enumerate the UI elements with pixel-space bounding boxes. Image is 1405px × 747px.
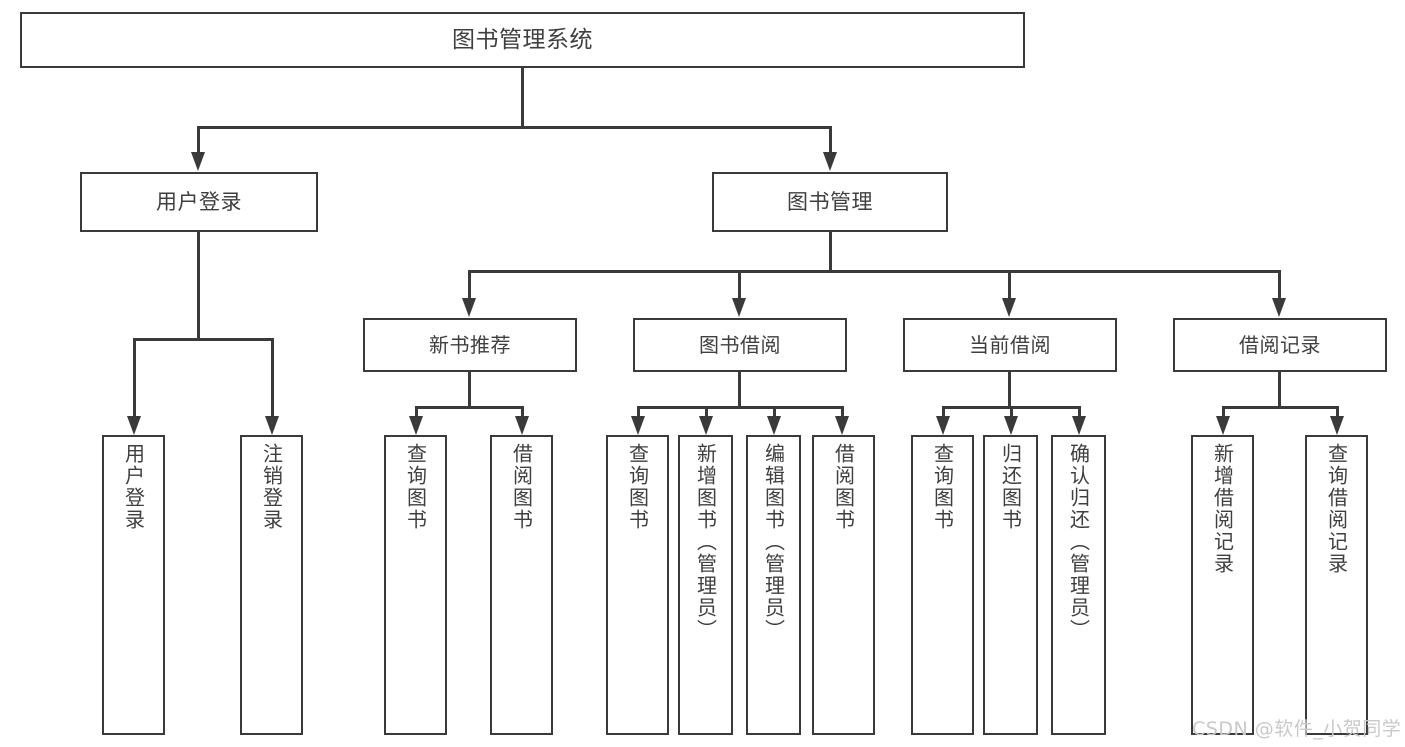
connector-book-borrow-drop-3 [773, 406, 776, 418]
connector-bm-drop-current-borrow [1008, 270, 1011, 300]
node-label: 查询借阅记录 [1324, 443, 1349, 575]
node-leaf-logout[interactable]: 注销登录 [240, 435, 303, 735]
node-label: 编辑图书（管理员） [761, 443, 786, 641]
connector-current-borrow-stem [1008, 372, 1011, 408]
node-leaf-query-record[interactable]: 查询借阅记录 [1305, 435, 1368, 735]
connector-borrow-record-bus [1222, 406, 1338, 409]
node-leaf-add-record[interactable]: 新增借阅记录 [1191, 435, 1254, 735]
connector-current-borrow-drop-2 [1010, 406, 1013, 418]
node-book-management[interactable]: 图书管理 [712, 172, 948, 232]
arrowhead-leaf-user-login [127, 416, 141, 435]
arrowhead-leaf-borrow-book-1 [515, 416, 529, 435]
connector-root-bus [197, 126, 831, 129]
arrowhead-leaf-add-book [699, 416, 713, 435]
connector-user-login-drop-2 [271, 338, 274, 418]
connector-new-book-stem [468, 372, 471, 408]
node-label: 查询图书 [403, 443, 428, 531]
connector-book-management-bus [468, 270, 1280, 273]
connector-book-borrow-drop-1 [637, 406, 640, 418]
node-leaf-query-book-1[interactable]: 查询图书 [384, 435, 447, 735]
connector-book-borrow-drop-4 [841, 406, 844, 418]
node-label: 新增借阅记录 [1210, 443, 1235, 575]
arrowhead-book-management [823, 152, 837, 171]
node-label: 用户登录 [121, 443, 146, 531]
node-leaf-query-book-3[interactable]: 查询图书 [911, 435, 974, 735]
connector-book-management-stem [829, 232, 832, 272]
connector-user-login-drop-1 [133, 338, 136, 418]
connector-book-borrow-stem [738, 372, 741, 408]
connector-root-stem [521, 68, 524, 128]
node-label: 图书管理 [787, 189, 873, 214]
node-user-login[interactable]: 用户登录 [80, 172, 318, 232]
node-label: 新书推荐 [429, 332, 511, 357]
node-borrow-record[interactable]: 借阅记录 [1173, 318, 1387, 372]
arrowhead-book-borrow [732, 298, 746, 317]
node-root-system[interactable]: 图书管理系统 [20, 12, 1025, 68]
connector-current-borrow-drop-1 [942, 406, 945, 418]
connector-new-book-bus [415, 406, 523, 409]
connector-borrow-record-stem [1278, 372, 1281, 408]
arrowhead-leaf-edit-book [767, 416, 781, 435]
connector-current-borrow-drop-3 [1078, 406, 1081, 418]
node-label: 查询图书 [625, 443, 650, 531]
connector-borrow-record-drop-1 [1222, 406, 1225, 418]
node-leaf-borrow-book-1[interactable]: 借阅图书 [490, 435, 553, 735]
connector-user-login-stem [197, 232, 200, 340]
connector-borrow-record-drop-2 [1336, 406, 1339, 418]
arrowhead-leaf-confirm-return [1072, 416, 1086, 435]
connector-new-book-drop-1 [415, 406, 418, 418]
node-book-borrow[interactable]: 图书借阅 [633, 318, 847, 372]
arrowhead-leaf-add-record [1216, 416, 1230, 435]
node-label: 查询图书 [930, 443, 955, 531]
node-leaf-return-book[interactable]: 归还图书 [983, 435, 1038, 735]
connector-new-book-drop-2 [521, 406, 524, 418]
connector-bm-drop-borrow-record [1278, 270, 1281, 300]
arrowhead-leaf-logout [265, 416, 279, 435]
node-leaf-edit-book[interactable]: 编辑图书（管理员） [746, 435, 801, 735]
node-label: 图书管理系统 [452, 26, 593, 53]
arrowhead-current-borrow [1002, 298, 1016, 317]
node-label: 借阅图书 [509, 443, 534, 531]
node-leaf-query-book-2[interactable]: 查询图书 [606, 435, 669, 735]
node-leaf-add-book[interactable]: 新增图书（管理员） [678, 435, 733, 735]
node-current-borrow[interactable]: 当前借阅 [903, 318, 1117, 372]
node-label: 借阅图书 [831, 443, 856, 531]
connector-book-borrow-bus [637, 406, 843, 409]
arrowhead-leaf-query-book-1 [409, 416, 423, 435]
connector-user-login-bus [133, 338, 273, 341]
connector-bm-drop-new-book [468, 270, 471, 300]
node-label: 用户登录 [156, 189, 242, 214]
node-leaf-user-login[interactable]: 用户登录 [102, 435, 165, 735]
arrowhead-leaf-query-book-2 [631, 416, 645, 435]
node-label: 借阅记录 [1239, 332, 1321, 357]
arrowhead-leaf-return-book [1004, 416, 1018, 435]
connector-book-borrow-drop-2 [705, 406, 708, 418]
arrowhead-borrow-record [1272, 298, 1286, 317]
arrowhead-leaf-query-book-3 [936, 416, 950, 435]
connector-bm-drop-book-borrow [738, 270, 741, 300]
arrowhead-leaf-borrow-book-2 [835, 416, 849, 435]
node-label: 归还图书 [998, 443, 1023, 531]
arrowhead-user-login [191, 152, 205, 171]
node-leaf-borrow-book-2[interactable]: 借阅图书 [812, 435, 875, 735]
node-leaf-confirm-return[interactable]: 确认归还（管理员） [1051, 435, 1106, 735]
node-label: 当前借阅 [969, 332, 1051, 357]
connector-root-to-book-management [829, 126, 832, 154]
node-label: 新增图书（管理员） [693, 443, 718, 641]
node-label: 注销登录 [259, 443, 284, 531]
node-label: 图书借阅 [699, 332, 781, 357]
connector-root-to-user-login [197, 126, 200, 154]
node-label: 确认归还（管理员） [1066, 443, 1091, 641]
arrowhead-new-book-recommend [462, 298, 476, 317]
arrowhead-leaf-query-record [1330, 416, 1344, 435]
node-new-book-recommend[interactable]: 新书推荐 [363, 318, 577, 372]
